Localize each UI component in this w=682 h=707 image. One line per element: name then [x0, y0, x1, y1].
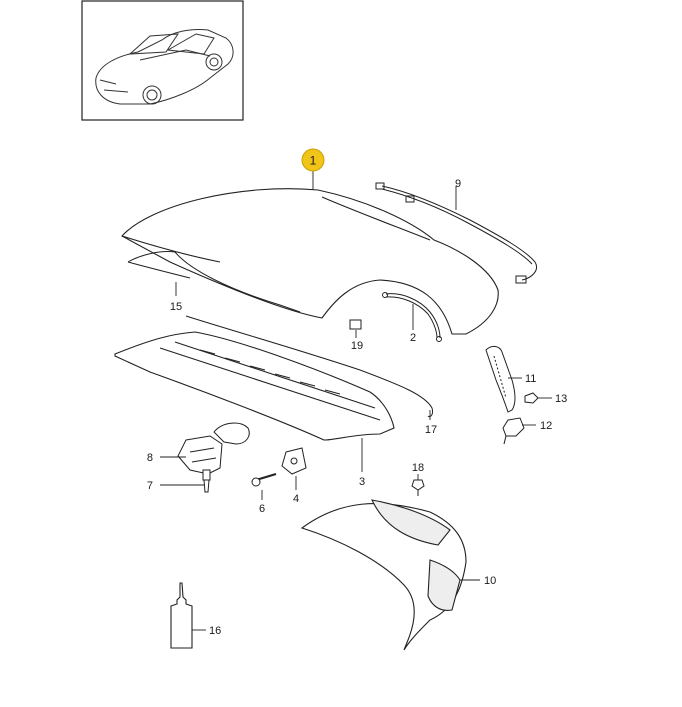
inner-liner-icon[interactable] — [127, 251, 301, 313]
tension-cable-icon[interactable] — [382, 292, 442, 342]
screw-icon[interactable] — [202, 469, 211, 493]
part-label-4: 4 — [293, 493, 299, 505]
part-label-18: 18 — [412, 462, 424, 474]
seal-cord-icon[interactable] — [185, 315, 433, 418]
adhesive-bottle-icon[interactable] — [170, 582, 193, 649]
part-label-2: 2 — [410, 332, 416, 344]
trim-strip-icon[interactable] — [485, 345, 516, 413]
part-label-15: 15 — [170, 301, 182, 313]
part-label-19: 19 — [351, 340, 363, 352]
part-label-16: 16 — [209, 625, 221, 637]
part-label-9: 9 — [455, 178, 461, 190]
part-label-7: 7 — [147, 480, 153, 492]
car-convertible-icon — [95, 29, 234, 105]
callout-lines — [160, 170, 552, 631]
part-label-10: 10 — [484, 575, 496, 587]
part-label-3: 3 — [359, 476, 365, 488]
expanding-rivet-icon[interactable] — [411, 479, 425, 496]
wiring-harness-icon[interactable] — [375, 182, 537, 284]
highlight-badge[interactable]: 1 — [301, 148, 325, 172]
hinge-clamp-icon[interactable] — [177, 422, 250, 475]
rear-panel-icon[interactable] — [300, 499, 467, 651]
part-label-8: 8 — [147, 452, 153, 464]
car-thumbnail — [81, 0, 244, 121]
part-labels: 15 9 2 19 17 3 11 13 12 8 7 6 4 18 10 16 — [147, 178, 567, 637]
nut-icon[interactable] — [524, 392, 539, 404]
part-label-13: 13 — [555, 393, 567, 405]
rear-frame-bow-icon[interactable] — [114, 331, 395, 441]
part-label-12: 12 — [540, 420, 552, 432]
small-clip-icon[interactable] — [349, 319, 362, 330]
part-label-17: 17 — [425, 424, 437, 436]
bolt-icon[interactable] — [251, 473, 277, 487]
part-label-6: 6 — [259, 503, 265, 515]
bracket-icon[interactable] — [281, 447, 307, 475]
clip-bracket-icon[interactable] — [502, 417, 525, 445]
part-label-11: 11 — [525, 373, 536, 385]
part-label-1: 1 — [310, 154, 317, 168]
